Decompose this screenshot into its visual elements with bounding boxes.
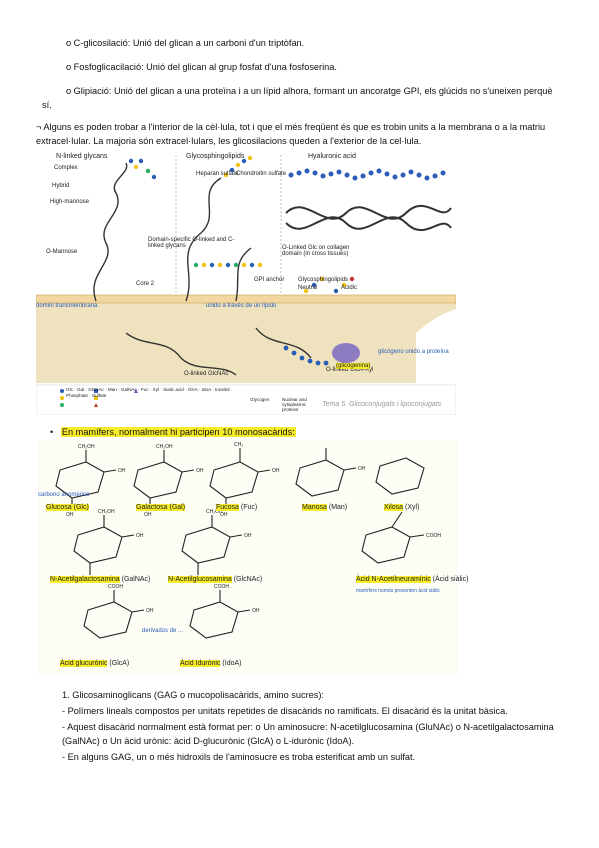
svg-text:CH₂OH: CH₂OH <box>78 444 95 450</box>
annotation-glycogenin: (glicogenina) <box>336 363 371 369</box>
label-o-mannose: O-Mannose <box>46 249 78 255</box>
bullet-phosphoglycation: o Fosfoglicacilació: Unió del glican al … <box>66 62 337 72</box>
intro-paragraph: ¬ Alguns es poden trobar a l'interior de… <box>36 122 546 146</box>
sugar-glca: Àcid glucurònic (GlcA) <box>60 660 130 667</box>
legend-nuclear: Nuclear and cytoplasmic proteins <box>282 397 307 412</box>
panel-title-n-linked: N-linked glycans <box>56 153 108 160</box>
sugar-mannose: Manosa (Man) <box>302 504 348 511</box>
panel-title-glycosphingolipids: Glycosphingolipids <box>186 153 245 160</box>
gag-heading: 1. Glicosaminoglicans (GAG o mucopolisac… <box>62 690 324 700</box>
svg-text:OH: OH <box>66 512 74 518</box>
svg-text:OH: OH <box>136 533 144 539</box>
svg-text:CH₂OH: CH₂OH <box>156 444 173 450</box>
sugar-xylose: Xilosa (Xyl) <box>384 504 420 511</box>
annotation-glycogen: glicógeno unido a proteína <box>378 349 449 355</box>
label-hybrid: Hybrid <box>52 183 70 189</box>
sugar-glucose: Glucosa (Glc) <box>46 504 89 511</box>
bullet-c-glycosylation: o C-glicosilació: Unió del glican a un c… <box>66 38 305 48</box>
label-o-linked-glca-xyl: O-linked GlcA-Xyl <box>326 367 374 373</box>
svg-text:OH: OH <box>144 512 152 518</box>
label-high-mannose: High-mannose <box>50 199 90 205</box>
note-derived: derivados de ... <box>142 628 184 634</box>
svg-text:OH: OH <box>272 468 280 474</box>
gag-item-1: - Polímers lineals compostos per unitats… <box>62 706 508 716</box>
label-gpi-anchor: GPI anchor <box>254 277 285 283</box>
highlight-bullet: • En mamífers, normalment hi participen … <box>50 425 296 439</box>
svg-text:OH: OH <box>220 512 228 518</box>
plasma-membrane <box>35 294 457 304</box>
highlight-text: En mamífers, normalment hi participen 10… <box>60 427 296 437</box>
label-chondroitin: Chondroitin sulfate <box>236 171 287 177</box>
legend-glycogen: Glycogen <box>250 397 270 402</box>
bullet-glypiation: o Glipiació: Unió del glican a una prote… <box>42 86 553 110</box>
sugar-fucose: Fucosa (Fuc) <box>216 504 258 511</box>
svg-text:OH: OH <box>196 468 204 474</box>
monosaccharide-structures: CH₂OH CH₂OH CH₃ OH OH OH OH OH OH OH CH₂OH CH₂OH… <box>55 442 441 639</box>
sugar-galnac: N-Acetilgalactosamina (GalNAc) <box>50 576 151 583</box>
sugar-galactose: Galactosa (Gal) <box>136 504 186 511</box>
label-o-linked-glc-collagen: O-Linked Glc on collagen domain (in cros… <box>282 245 350 257</box>
label-heparan: Heparan sulfate <box>196 171 239 177</box>
sugar-sialic: Àcid N-Acetilneuramínic (Àcid siàlic) <box>356 576 469 583</box>
gag-item-3: - En alguns GAG, un o més hidroxils de l… <box>62 752 416 762</box>
label-neutral: Neutral <box>298 285 318 291</box>
svg-text:CH₃: CH₃ <box>234 442 243 448</box>
note-anomeric-carbon: carbono anomérico <box>38 492 90 498</box>
label-glycosphingolipids: Glycosphingolipids <box>298 277 349 283</box>
svg-text:OH: OH <box>244 533 252 539</box>
svg-text:COOH: COOH <box>214 584 229 590</box>
svg-text:COOH: COOH <box>426 533 441 539</box>
svg-text:OH: OH <box>118 468 126 474</box>
annotation-lipid: unido a través de un lípido <box>206 303 277 309</box>
svg-text:OH: OH <box>252 608 260 614</box>
svg-text:CH₂OH: CH₂OH <box>98 509 115 515</box>
sugar-glcnac: N-Acetilglucosamina (GlcNAc) <box>168 576 263 583</box>
bullet-dot: • <box>50 427 61 437</box>
glycoconjugates-diagram <box>35 155 457 416</box>
note-sialic: mamífers només presenten àcid siàlic <box>356 588 440 594</box>
sugar-idoa: Àcid Idurònic (IdoA) <box>180 660 242 667</box>
gag-item-2: - Aquest disacàrid normalment està forma… <box>62 722 554 746</box>
glycoconjugates-figure: N-linked glycans Glycosphingolipids Hyal… <box>35 153 457 416</box>
legend-items: Glc · Gal · GlcNAc · Man · GalNAc · Fuc … <box>66 387 233 398</box>
annotation-transmembrane: domini transmembrana <box>36 303 98 309</box>
svg-text:OH: OH <box>146 608 154 614</box>
label-domain-specific: Domain-specific O-linked and C-linked gl… <box>148 237 235 249</box>
label-acidic: Acidic <box>341 285 358 291</box>
label-complex: Complex <box>54 165 78 171</box>
svg-text:COOH: COOH <box>108 584 123 590</box>
figure-caption: Tema 5. Glicoconjugats i lipoconjugats <box>322 401 442 408</box>
panel-title-hyaluronic: Hyaluronic acid <box>308 153 356 160</box>
svg-text:CH₂OH: CH₂OH <box>206 509 223 515</box>
label-core2: Core 2 <box>136 281 155 287</box>
glycogenin-shape <box>332 343 360 363</box>
svg-text:OH: OH <box>358 466 366 472</box>
cell-cytoplasm <box>36 301 456 383</box>
monosaccharides-figure: CH₂OH CH₂OH CH₃ OH OH OH OH OH OH OH CH₂OH CH₂OH… <box>38 440 468 674</box>
label-o-linked-glcnac: O-linked GlcNAc <box>184 371 229 377</box>
